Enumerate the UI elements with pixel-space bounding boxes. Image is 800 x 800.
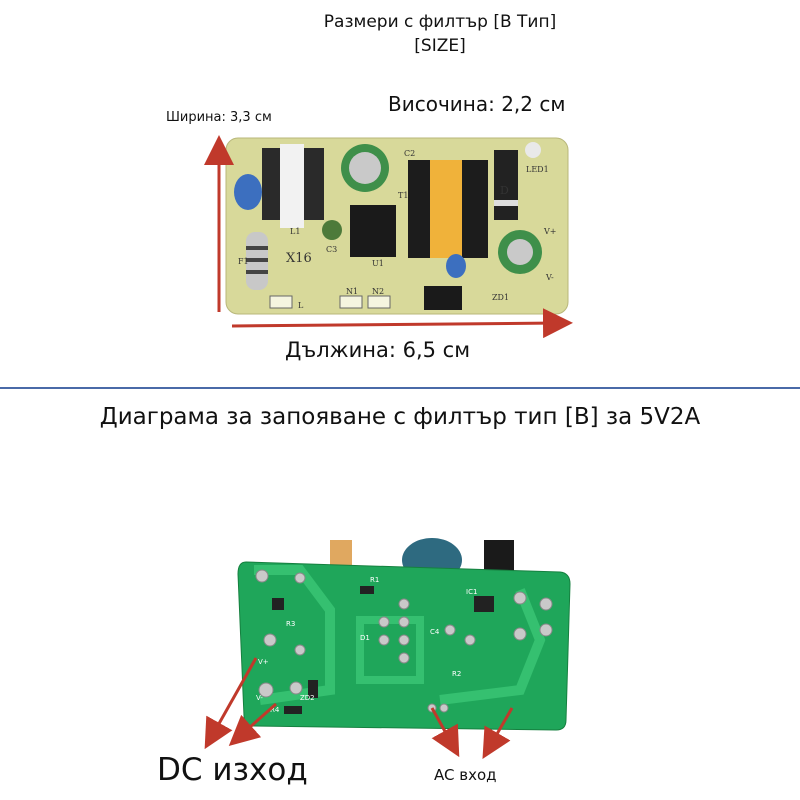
pcb-bottom-view [237,538,571,731]
diagram-title: Диаграма за запояване с филтър тип [B] з… [99,404,701,430]
silk-vplus: V+ [543,227,556,236]
size-header-line2: [SIZE] [414,36,466,56]
silk-vplus-bottom: V+ [258,658,269,666]
silk-led1: LED1 [526,165,549,174]
dc-arrow-1 [204,657,258,750]
silk-n1: N1 [346,287,358,296]
size-header-line1: Размери с филтър [B Тип] [323,12,557,32]
silk-c4: C4 [430,628,440,636]
dc-arrow-2 [228,702,277,746]
silk-d1: D1 [360,634,370,642]
silk-f1: F1 [238,257,249,266]
silk-n2: N2 [372,287,384,296]
length-label: Дължина: 6,5 см [285,338,471,362]
silk-l: L [298,301,304,310]
width-label: Ширина: 3,3 см [166,110,272,125]
silk-r1: R1 [370,576,379,584]
silk-c3: C3 [326,245,337,254]
section-divider [0,387,800,389]
silk-c2: C2 [404,149,415,158]
dc-output-label: DC изход [157,752,308,788]
silk-vminus-bottom: V- [256,694,263,702]
length-arrow [231,308,573,339]
silk-l1: L1 [290,227,300,236]
silk-r4: R4 [270,706,280,714]
silk-r2: R2 [452,670,461,678]
ac-arrow-1 [430,707,460,758]
silk-vminus: V- [545,273,554,282]
silk-d: D [500,184,509,197]
silk-zd2: ZD2 [300,694,315,702]
silk-ic1: IC1 [466,588,477,596]
size-header: Размери с филтър [B Тип] [SIZE] [0,10,800,58]
pcb-top-view [225,137,569,315]
silk-u1: U1 [372,259,384,268]
ac-arrow-2 [482,707,514,759]
silk-x16: X16 [286,251,312,266]
silk-r3: R3 [286,620,295,628]
silk-zd1: ZD1 [492,293,509,302]
silk-t1: T1 [398,191,408,200]
ac-input-label: AC вход [434,766,497,784]
height-label: Височина: 2,2 см [388,92,566,116]
